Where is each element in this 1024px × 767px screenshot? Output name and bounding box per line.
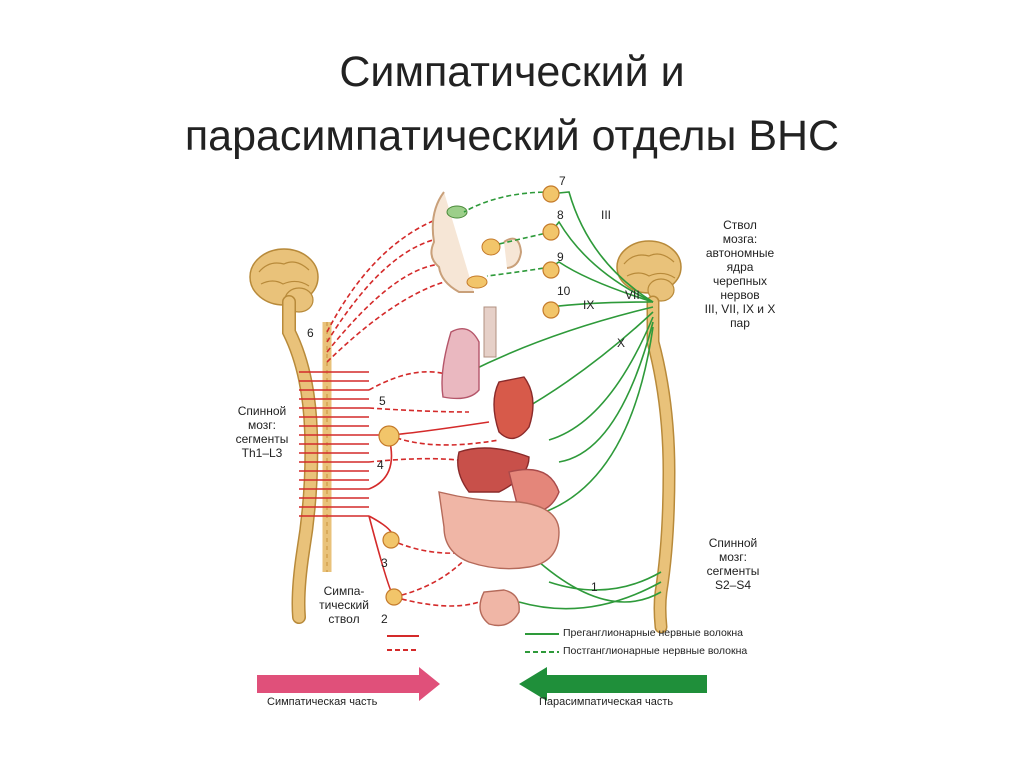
spinal-cord-left-label: Спинной мозг: сегменты Th1–L3 (229, 404, 295, 460)
title-line-2: парасимпатический отделы ВНС (184, 112, 840, 160)
brainstem-label-line-6: нервов (720, 288, 760, 302)
parasympathetic-arrow-label: Парасимпатическая часть (539, 696, 674, 708)
nerve-IX: IX (583, 298, 595, 312)
brainstem-label-line-1: Ствол (723, 218, 757, 232)
spinal-right-line-2: мозг: (718, 550, 747, 564)
legend-postganglionic: Постганглионарные нервные волокна (563, 645, 748, 657)
spinal-left-line-2: мозг: (247, 418, 276, 432)
ans-diagram-drawing (249, 185, 707, 701)
spinal-left-line-1: Спинной (237, 404, 287, 418)
sympathetic-segment-lines (299, 371, 369, 517)
marker-7: 7 (559, 174, 566, 188)
sympathetic-trunk-label: Симпа- тический ствол (309, 584, 379, 626)
marker-4: 4 (377, 458, 384, 472)
ans-diagram: Ствол мозга: автономные ядра черепных не… (229, 172, 788, 712)
slide-title: Симпатический и парасимпатический отделы… (0, 40, 1024, 168)
brainstem-label-line-4: ядра (726, 260, 754, 274)
spinal-cord-right-label: Спинной мозг: сегменты S2–S4 (695, 536, 771, 592)
nerve-VII: VII (625, 288, 640, 302)
sympathetic-ganglia (378, 425, 403, 606)
legend-swatches (387, 633, 559, 653)
parasympathetic-pathways (463, 191, 662, 610)
brainstem-label-line-5: черепных (712, 274, 768, 288)
spinal-right-line-3: сегменты (706, 564, 760, 578)
division-arrows (257, 667, 707, 701)
marker-9: 9 (557, 250, 564, 264)
spinal-left-line-3: сегменты (235, 432, 289, 446)
trunk-line-3: ствол (328, 612, 360, 626)
parasympathetic-ganglia (542, 185, 560, 319)
trunk-line-1: Симпа- (323, 584, 365, 598)
head-illustration (430, 191, 523, 293)
trunk-line-2: тический (319, 598, 369, 612)
right-spinal-cord (616, 240, 682, 634)
brainstem-label-line-7: III, VII, IX и X (704, 302, 776, 316)
marker-1: 1 (591, 580, 598, 594)
marker-3: 3 (381, 556, 388, 570)
marker-2: 2 (381, 612, 388, 626)
organs (438, 306, 560, 627)
spinal-right-segments: S2–S4 (714, 578, 752, 592)
brainstem-label: Ствол мозга: автономные ядра черепных не… (695, 218, 785, 330)
brainstem-label-line-3: автономные (705, 246, 775, 260)
legend-preganglionic: Преганглионарные нервные волокна (563, 627, 744, 639)
marker-8: 8 (557, 208, 564, 222)
nerve-III: III (601, 208, 612, 222)
spinal-left-segments: Th1–L3 (241, 446, 283, 460)
brainstem-label-line-8: пар (730, 316, 750, 330)
sympathetic-arrow-label: Симпатическая часть (267, 696, 378, 708)
marker-10: 10 (557, 284, 571, 298)
left-spinal-cord (249, 248, 319, 624)
marker-5: 5 (379, 394, 386, 408)
brainstem-label-line-2: мозга: (722, 232, 758, 246)
spinal-right-line-1: Спинной (708, 536, 758, 550)
nerve-X: X (617, 336, 626, 350)
marker-6: 6 (307, 326, 314, 340)
title-line-1: Симпатический и (339, 48, 685, 96)
